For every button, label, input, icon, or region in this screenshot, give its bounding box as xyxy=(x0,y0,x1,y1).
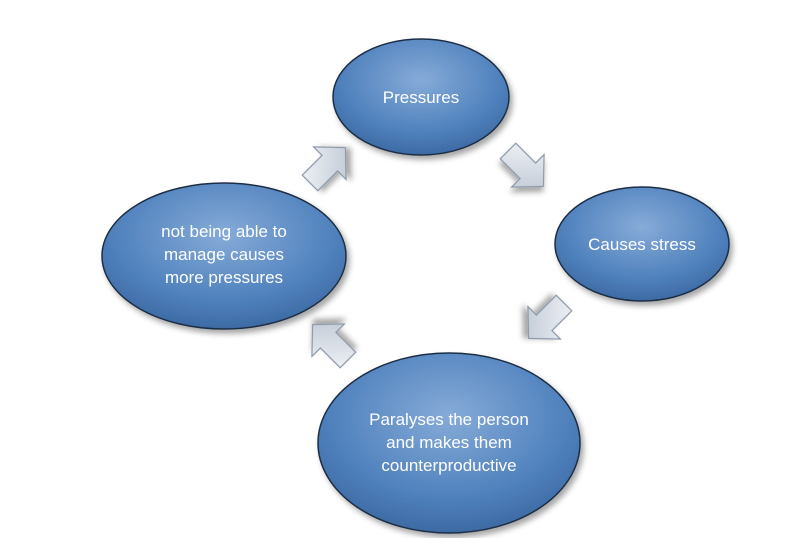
node-paralyses-label: Paralyses the person and makes them coun… xyxy=(369,409,529,475)
node-pressures xyxy=(332,38,510,156)
node-not-able xyxy=(101,182,347,330)
node-not-able-label: not being able to manage causes more pre… xyxy=(161,221,287,287)
node-pressures-label: Pressures xyxy=(382,87,460,107)
arrow-pressures-to-stress xyxy=(499,142,545,188)
arrow-notable-to-pressures xyxy=(301,146,347,192)
node-stress xyxy=(554,186,730,302)
node-stress-label: Causes stress xyxy=(588,234,696,254)
node-paralyses xyxy=(317,352,581,534)
arrow-stress-to-paralyses xyxy=(527,294,573,340)
arrow-paralyses-to-notable xyxy=(311,323,357,369)
